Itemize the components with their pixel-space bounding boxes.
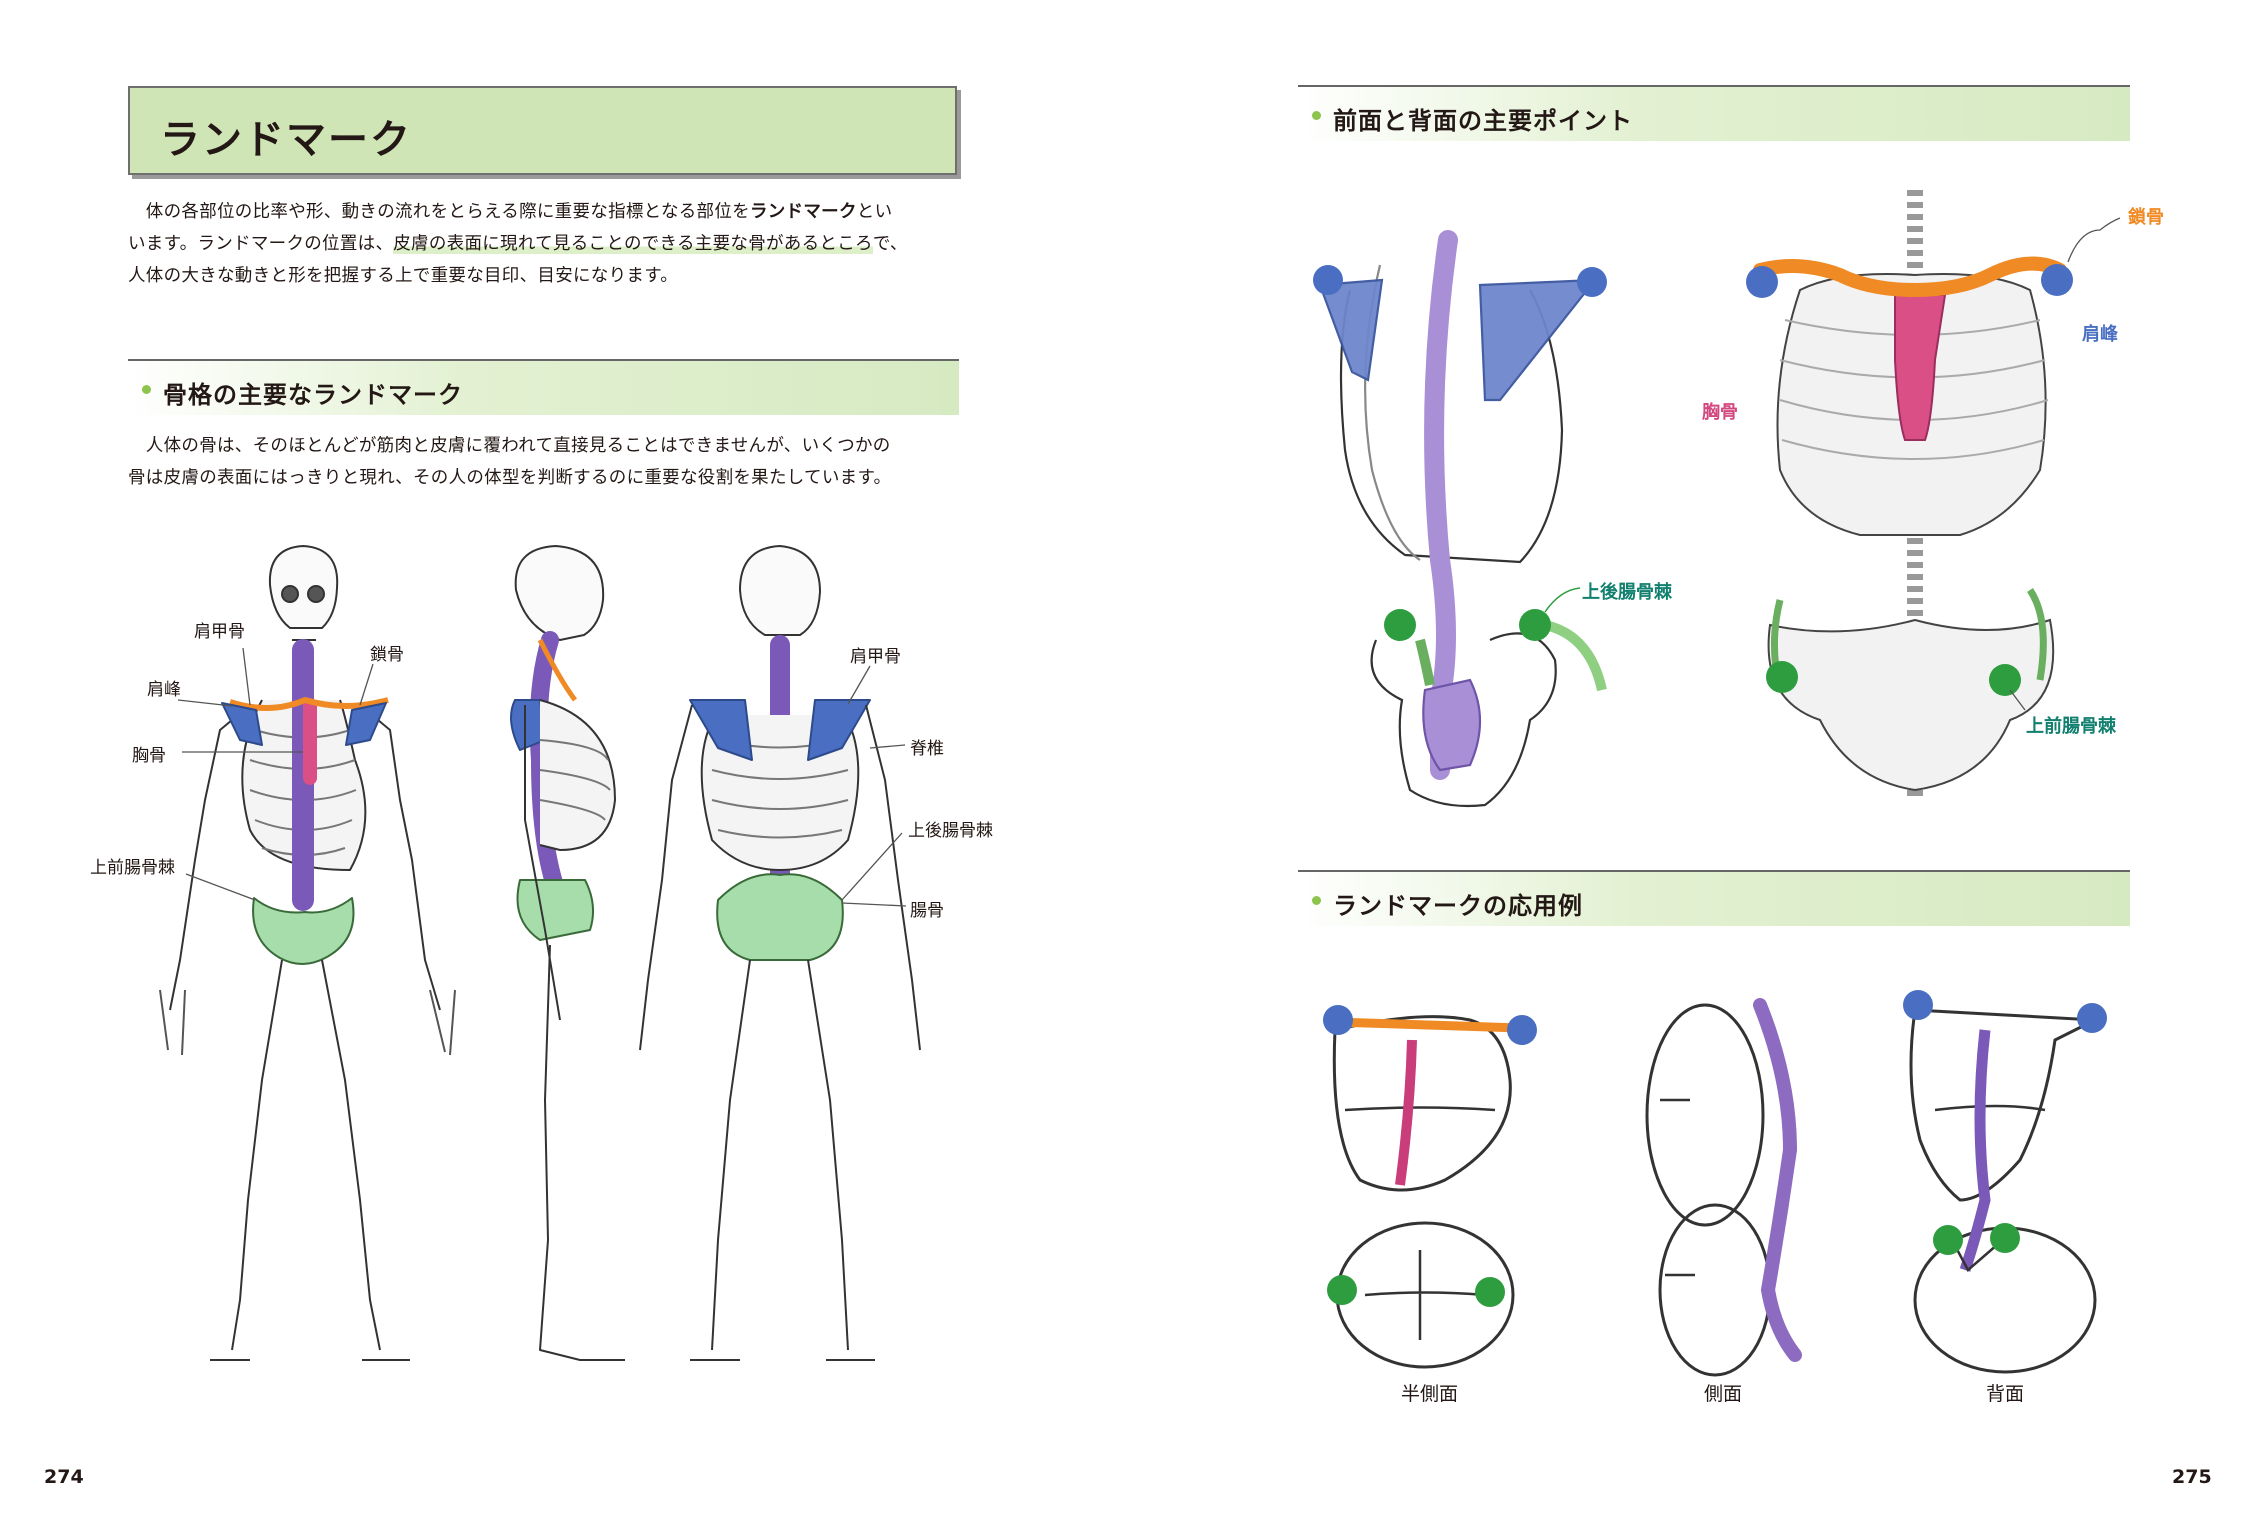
side-skeleton: [510, 545, 625, 1361]
section1-paragraph: 人体の骨は、そのほとんどが筋肉と皮膚に覆われて直接見ることはできませんが、いくつ…: [128, 436, 892, 488]
label-clavicle: 鎖骨: [370, 645, 404, 665]
landmark-term: ランドマーク: [749, 202, 857, 222]
label-scapula-front: 肩甲骨: [194, 622, 245, 642]
label-asis: 上前腸骨棘: [90, 858, 175, 878]
page-number-right: 275: [2172, 1466, 2212, 1488]
page-number-left: 274: [44, 1466, 84, 1488]
label-clavicle-right: 鎖骨: [2128, 207, 2164, 228]
label-scapula-back: 肩甲骨: [850, 647, 901, 667]
label-sternum-right: 胸骨: [1702, 402, 1738, 423]
label-asis-right: 上前腸骨棘: [2026, 716, 2116, 737]
page-title: ランドマーク: [160, 117, 412, 163]
label-ilium: 腸骨: [910, 901, 944, 921]
page-title-box: ランドマーク: [128, 86, 957, 175]
section-heading-skeleton: 骨格の主要なランドマーク: [128, 359, 959, 415]
section-heading-application: ランドマークの応用例: [1298, 870, 2130, 926]
label-acromion: 肩峰: [147, 680, 181, 700]
front-skeleton: [159, 545, 456, 1361]
highlighted-text: 皮膚の表面に現れて見ることのできる主要な骨があるところ: [393, 234, 873, 254]
label-sternum: 胸骨: [132, 746, 166, 766]
caption-half-side: 半側面: [1401, 1383, 1459, 1405]
label-psis: 上後腸骨棘: [908, 821, 993, 841]
label-spine: 脊椎: [910, 739, 944, 759]
intro-paragraph: 体の各部位の比率や形、動きの流れをとらえる際に重要な指標となる部位をランドマーク…: [128, 202, 908, 286]
label-psis-right: 上後腸骨棘: [1582, 582, 1672, 603]
bullet-icon: [1312, 896, 1321, 905]
back-diagram: [1903, 990, 2107, 1374]
label-acromion-right: 肩峰: [2082, 324, 2118, 345]
section-heading-front-back: 前面と背面の主要ポイント: [1298, 85, 2130, 141]
front-torso-diagram: [1746, 190, 2121, 800]
caption-side: 側面: [1704, 1383, 1743, 1405]
back-skeleton: [639, 545, 921, 1361]
half-side-diagram: [1323, 1005, 1537, 1369]
bullet-icon: [1312, 111, 1321, 120]
back-torso-diagram: [1313, 230, 1607, 808]
side-diagram: [1645, 998, 1802, 1377]
caption-back: 背面: [1986, 1383, 2025, 1405]
bullet-icon: [142, 385, 151, 394]
